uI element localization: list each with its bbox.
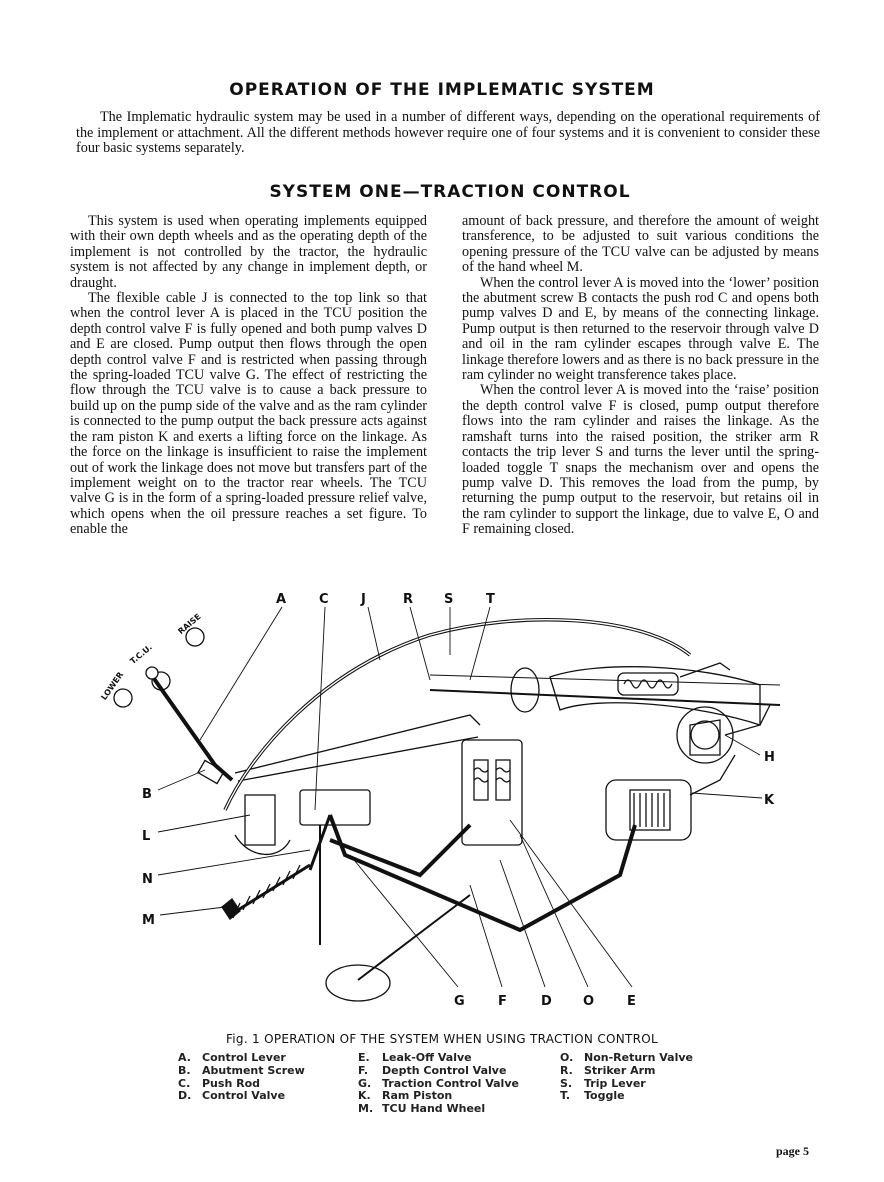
legend-label: Push Rod <box>202 1076 261 1090</box>
callout-j: J <box>360 592 366 607</box>
legend-item: M. TCU Hand Wheel <box>358 1102 519 1116</box>
callout-b: B <box>142 787 152 802</box>
callout-o: O <box>583 994 594 1009</box>
legend-item: O. Non-Return Valve <box>560 1051 694 1065</box>
legend-key: C. <box>178 1076 191 1090</box>
right-column: amount of back pressure, and therefore t… <box>462 213 819 538</box>
legend-item: B. Abutment Screw <box>178 1063 305 1078</box>
legend-key: K. <box>358 1089 371 1103</box>
callout-r: R <box>403 592 413 607</box>
callout-a: A <box>276 592 286 607</box>
legend-key: O. <box>560 1051 574 1064</box>
page-title: OPERATION OF THE IMPLEMATIC SYSTEM <box>229 80 655 100</box>
callout-m: M <box>142 913 155 928</box>
section-title: SYSTEM ONE—TRACTION CONTROL <box>269 182 631 202</box>
paragraph: This system is used when operating imple… <box>70 213 427 291</box>
callout-f: F <box>498 994 507 1009</box>
paragraph: When the control lever A is moved into t… <box>462 382 819 538</box>
callout-d: D <box>541 994 552 1009</box>
control-lever-shape <box>148 671 234 782</box>
legend-key: T. <box>560 1089 571 1103</box>
callout-n: N <box>142 872 153 887</box>
raise-label: RAISE <box>176 612 202 636</box>
legend-item: R. Striker Arm <box>560 1063 693 1078</box>
legend-item: T. Toggle <box>560 1090 693 1103</box>
legend-item: D. Control Valve <box>178 1090 305 1103</box>
callout-c: C <box>319 592 329 607</box>
paragraph: When the control lever A is moved into t… <box>462 274 819 384</box>
legend-key: G. <box>358 1076 372 1090</box>
legend-item: E. Leak-Off Valve <box>358 1051 519 1065</box>
callout-k: K <box>764 793 775 808</box>
callout-l: L <box>142 829 150 844</box>
callout-g: G <box>454 994 465 1009</box>
legend-label: Control Lever <box>202 1051 286 1064</box>
legend-key: S. <box>560 1076 573 1090</box>
legend-column: E. Leak-Off Valve F. Depth Control Valve G… <box>358 1051 519 1116</box>
legend-key: R. <box>560 1063 573 1077</box>
legend-label: Depth Control Valve <box>382 1063 507 1077</box>
legend-column: A. Control Lever B. Abutment Screw C. Push … <box>178 1051 305 1103</box>
intro-paragraph: The Implematic hydraulic system may be u… <box>76 109 820 156</box>
legend-key: B. <box>178 1063 191 1077</box>
legend-item: G. Traction Control Valve <box>358 1076 519 1091</box>
legend-label: Toggle <box>584 1089 625 1103</box>
legend-key: F. <box>358 1063 369 1077</box>
legend-label: Striker Arm <box>584 1063 656 1077</box>
legend-item: C. Push Rod <box>178 1076 305 1091</box>
legend-label: Leak-Off Valve <box>382 1051 472 1064</box>
callout-s: S <box>444 592 453 607</box>
figure-caption: Fig. 1 OPERATION OF THE SYSTEM WHEN USIN… <box>225 1032 659 1046</box>
callout-h: H <box>764 750 775 765</box>
legend-item: A. Control Lever <box>178 1051 305 1065</box>
tcu-label: T.C.U. <box>128 643 153 666</box>
raise-position-hole <box>185 627 205 647</box>
callout-t: T <box>486 592 495 607</box>
legend-key: A. <box>178 1051 191 1064</box>
legend-label: Traction Control Valve <box>382 1076 519 1090</box>
lower-label: LOWER <box>99 670 125 701</box>
paragraph: The flexible cable J is connected to the… <box>70 290 427 538</box>
legend-key: E. <box>358 1051 370 1064</box>
hydraulic-system-diagram: A C J R S T B L N M H K G F D O E RAISE … <box>99 592 781 1009</box>
legend-label: Non-Return Valve <box>584 1051 694 1064</box>
legend-key: D. <box>178 1089 192 1103</box>
legend-item: S. Trip Lever <box>560 1076 693 1091</box>
legend-column: O. Non-Return Valve R. Striker Arm S. Trip … <box>560 1051 694 1103</box>
legend-item: K. Ram Piston <box>358 1090 519 1103</box>
legend-label: Abutment Screw <box>202 1063 305 1077</box>
legend-label: Ram Piston <box>382 1089 453 1103</box>
legend-key: M. <box>358 1102 374 1116</box>
legend-item: F. Depth Control Valve <box>358 1063 519 1078</box>
legend-label: Control Valve <box>202 1089 286 1103</box>
legend-label: TCU Hand Wheel <box>382 1102 486 1116</box>
legend-label: Trip Lever <box>584 1076 646 1090</box>
page-number: page 5 <box>776 1144 809 1158</box>
lower-position-hole <box>113 688 133 708</box>
left-column: This system is used when operating imple… <box>70 213 427 538</box>
paragraph: amount of back pressure, and therefore t… <box>462 213 819 276</box>
callout-e: E <box>627 994 636 1009</box>
